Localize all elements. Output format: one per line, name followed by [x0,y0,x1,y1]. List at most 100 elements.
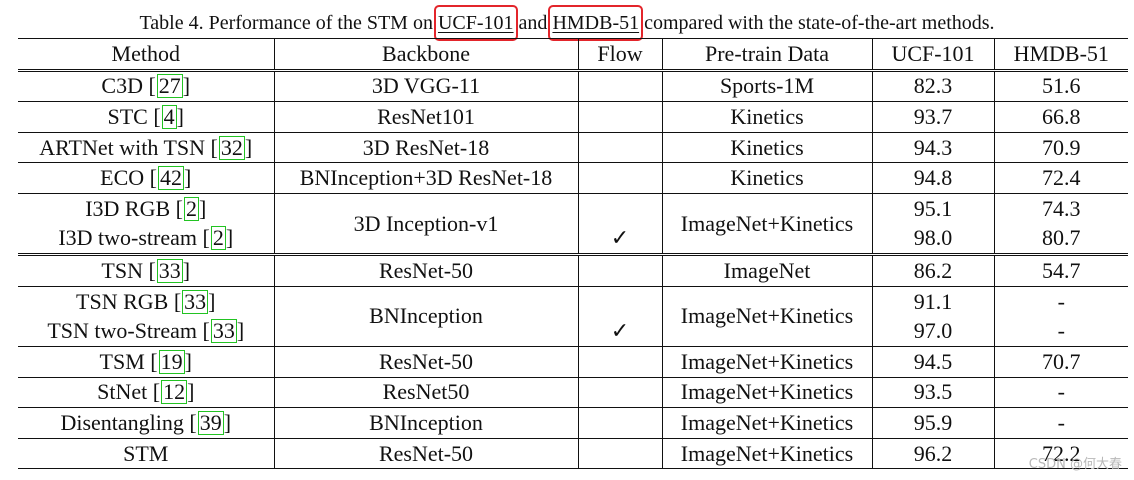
backbone-cell: BNInception+3D ResNet-18 [273,162,578,194]
ucf-cell: 95.1 [871,192,994,224]
pretrain-cell: ImageNet+Kinetics [661,345,872,378]
backbone-cell: 3D ResNet-18 [273,131,578,163]
pretrain-cell: ImageNet+Kinetics [661,437,872,470]
watermark: CSDN @何大春 [1028,457,1122,472]
method-cell: TSM [19] [18,345,274,378]
method-cell: C3D [27] [18,68,274,102]
flow-cell: ✓ [577,316,662,347]
backbone-cell: BNInception [273,285,578,347]
method-cell: I3D RGB [2] [18,192,274,224]
citation-link[interactable]: 2 [210,225,226,251]
hmdb-cell: - [993,407,1128,439]
hmdb-cell: 72.2 [993,437,1128,470]
citation-link[interactable]: 42 [158,165,184,191]
citation-link[interactable]: 12 [161,379,188,405]
flow-cell [577,68,662,102]
flow-cell [577,253,662,287]
table-row: ARTNet with TSN [32] 3D ResNet-18 Kineti… [18,131,1128,163]
ucf-cell: 94.5 [871,345,994,378]
header-pretrain: Pre-train Data [661,38,872,71]
table-row: I3D two-stream [2] ✓ 98.0 80.7 [18,223,1128,255]
header-row: Method Backbone Flow Pre-train Data UCF-… [18,38,1128,71]
ucf-cell: 94.8 [871,162,994,194]
backbone-cell: ResNet101 [273,101,578,133]
flow-cell [577,192,662,224]
ucf-cell: 98.0 [871,223,994,255]
pretrain-cell: Kinetics [661,162,872,194]
citation-link[interactable]: 27 [156,73,183,99]
pretrain-cell: Kinetics [661,131,872,163]
caption-suffix: compared with the state-of-the-art metho… [644,12,995,34]
ucf-cell: 86.2 [871,253,994,287]
pretrain-cell: ImageNet+Kinetics [661,192,872,255]
hmdb-cell: - [993,376,1128,408]
backbone-cell: ResNet50 [273,376,578,408]
citation-link[interactable]: 19 [158,348,185,374]
method-cell: Disentangling [39] [18,407,274,439]
hmdb-cell: - [993,285,1128,317]
caption-middle: and [518,12,548,34]
table-caption: Table 4. Performance of the STM on UCF-1… [0,5,1134,41]
ucf-cell: 91.1 [871,285,994,317]
table-row: TSN [33] ResNet-50 ImageNet 86.2 54.7 [18,253,1128,287]
pretrain-cell: ImageNet+Kinetics [661,285,872,347]
hmdb-cell: 54.7 [993,253,1128,287]
backbone-cell: ResNet-50 [273,437,578,470]
backbone-cell: BNInception [273,407,578,439]
citation-link[interactable]: 32 [218,134,245,160]
header-method: Method [18,38,274,71]
table-row: ECO [42] BNInception+3D ResNet-18 Kineti… [18,162,1128,194]
hmdb-cell: 66.8 [993,101,1128,133]
citation-link[interactable]: 33 [156,257,183,283]
header-backbone: Backbone [273,38,578,71]
flow-cell [577,101,662,133]
method-cell: STM [18,437,274,470]
citation-link[interactable]: 33 [210,318,237,344]
ucf-cell: 82.3 [871,68,994,102]
method-cell: STC [4] [18,101,274,133]
citation-link[interactable]: 2 [183,195,199,221]
hmdb-cell: 51.6 [993,68,1128,102]
method-cell: TSN [33] [18,253,274,287]
citation-link[interactable]: 33 [182,288,209,314]
method-cell: StNet [12] [18,376,274,408]
table-row: I3D RGB [2] 3D Inception-v1 ImageNet+Kin… [18,192,1128,255]
method-cell: ECO [42] [18,162,274,194]
method-cell: ARTNet with TSN [32] [18,131,274,163]
table-row: STC [4] ResNet101 Kinetics 93.7 66.8 [18,101,1128,133]
method-cell: TSN RGB [33] [18,285,274,317]
table-row: TSN two-Stream [33] ✓ 97.0 - [18,316,1128,347]
hmdb-cell: 70.9 [993,131,1128,163]
citation-link[interactable]: 39 [197,409,224,435]
table-row: Disentangling [39] BNInception ImageNet+… [18,407,1128,439]
pretrain-cell: Kinetics [661,101,872,133]
backbone-cell: 3D Inception-v1 [273,192,578,255]
pretrain-cell: ImageNet [661,253,872,287]
flow-cell [577,345,662,378]
checkmark-icon: ✓ [610,225,630,251]
hmdb-cell: 72.4 [993,162,1128,194]
highlighted-ucf101: UCF-101 [433,5,518,41]
ucf-cell: 93.7 [871,101,994,133]
backbone-cell: 3D VGG-11 [273,68,578,102]
ucf-cell: 93.5 [871,376,994,408]
table-row: STM ResNet-50 ImageNet+Kinetics 96.2 72.… [18,437,1128,470]
ucf-cell: 95.9 [871,407,994,439]
hmdb-cell: 70.7 [993,345,1128,378]
flow-cell [577,437,662,470]
method-cell: I3D two-stream [2] [58,225,234,251]
ucf-cell: 96.2 [871,437,994,470]
header-ucf101: UCF-101 [871,38,994,71]
header-flow: Flow [577,38,662,71]
flow-cell [577,285,662,317]
table-row: C3D [27] 3D VGG-11 Sports-1M 82.3 51.6 [18,68,1128,102]
hmdb-cell: - [993,316,1128,347]
highlighted-hmdb51: HMDB-51 [548,5,644,41]
hmdb-cell: 74.3 [993,192,1128,224]
table-row: StNet [12] ResNet50 ImageNet+Kinetics 93… [18,376,1128,408]
ucf-cell: 94.3 [871,131,994,163]
citation-link[interactable]: 4 [161,103,177,129]
flow-cell [577,162,662,194]
pretrain-cell: ImageNet+Kinetics [661,407,872,439]
backbone-cell: ResNet-50 [273,253,578,287]
